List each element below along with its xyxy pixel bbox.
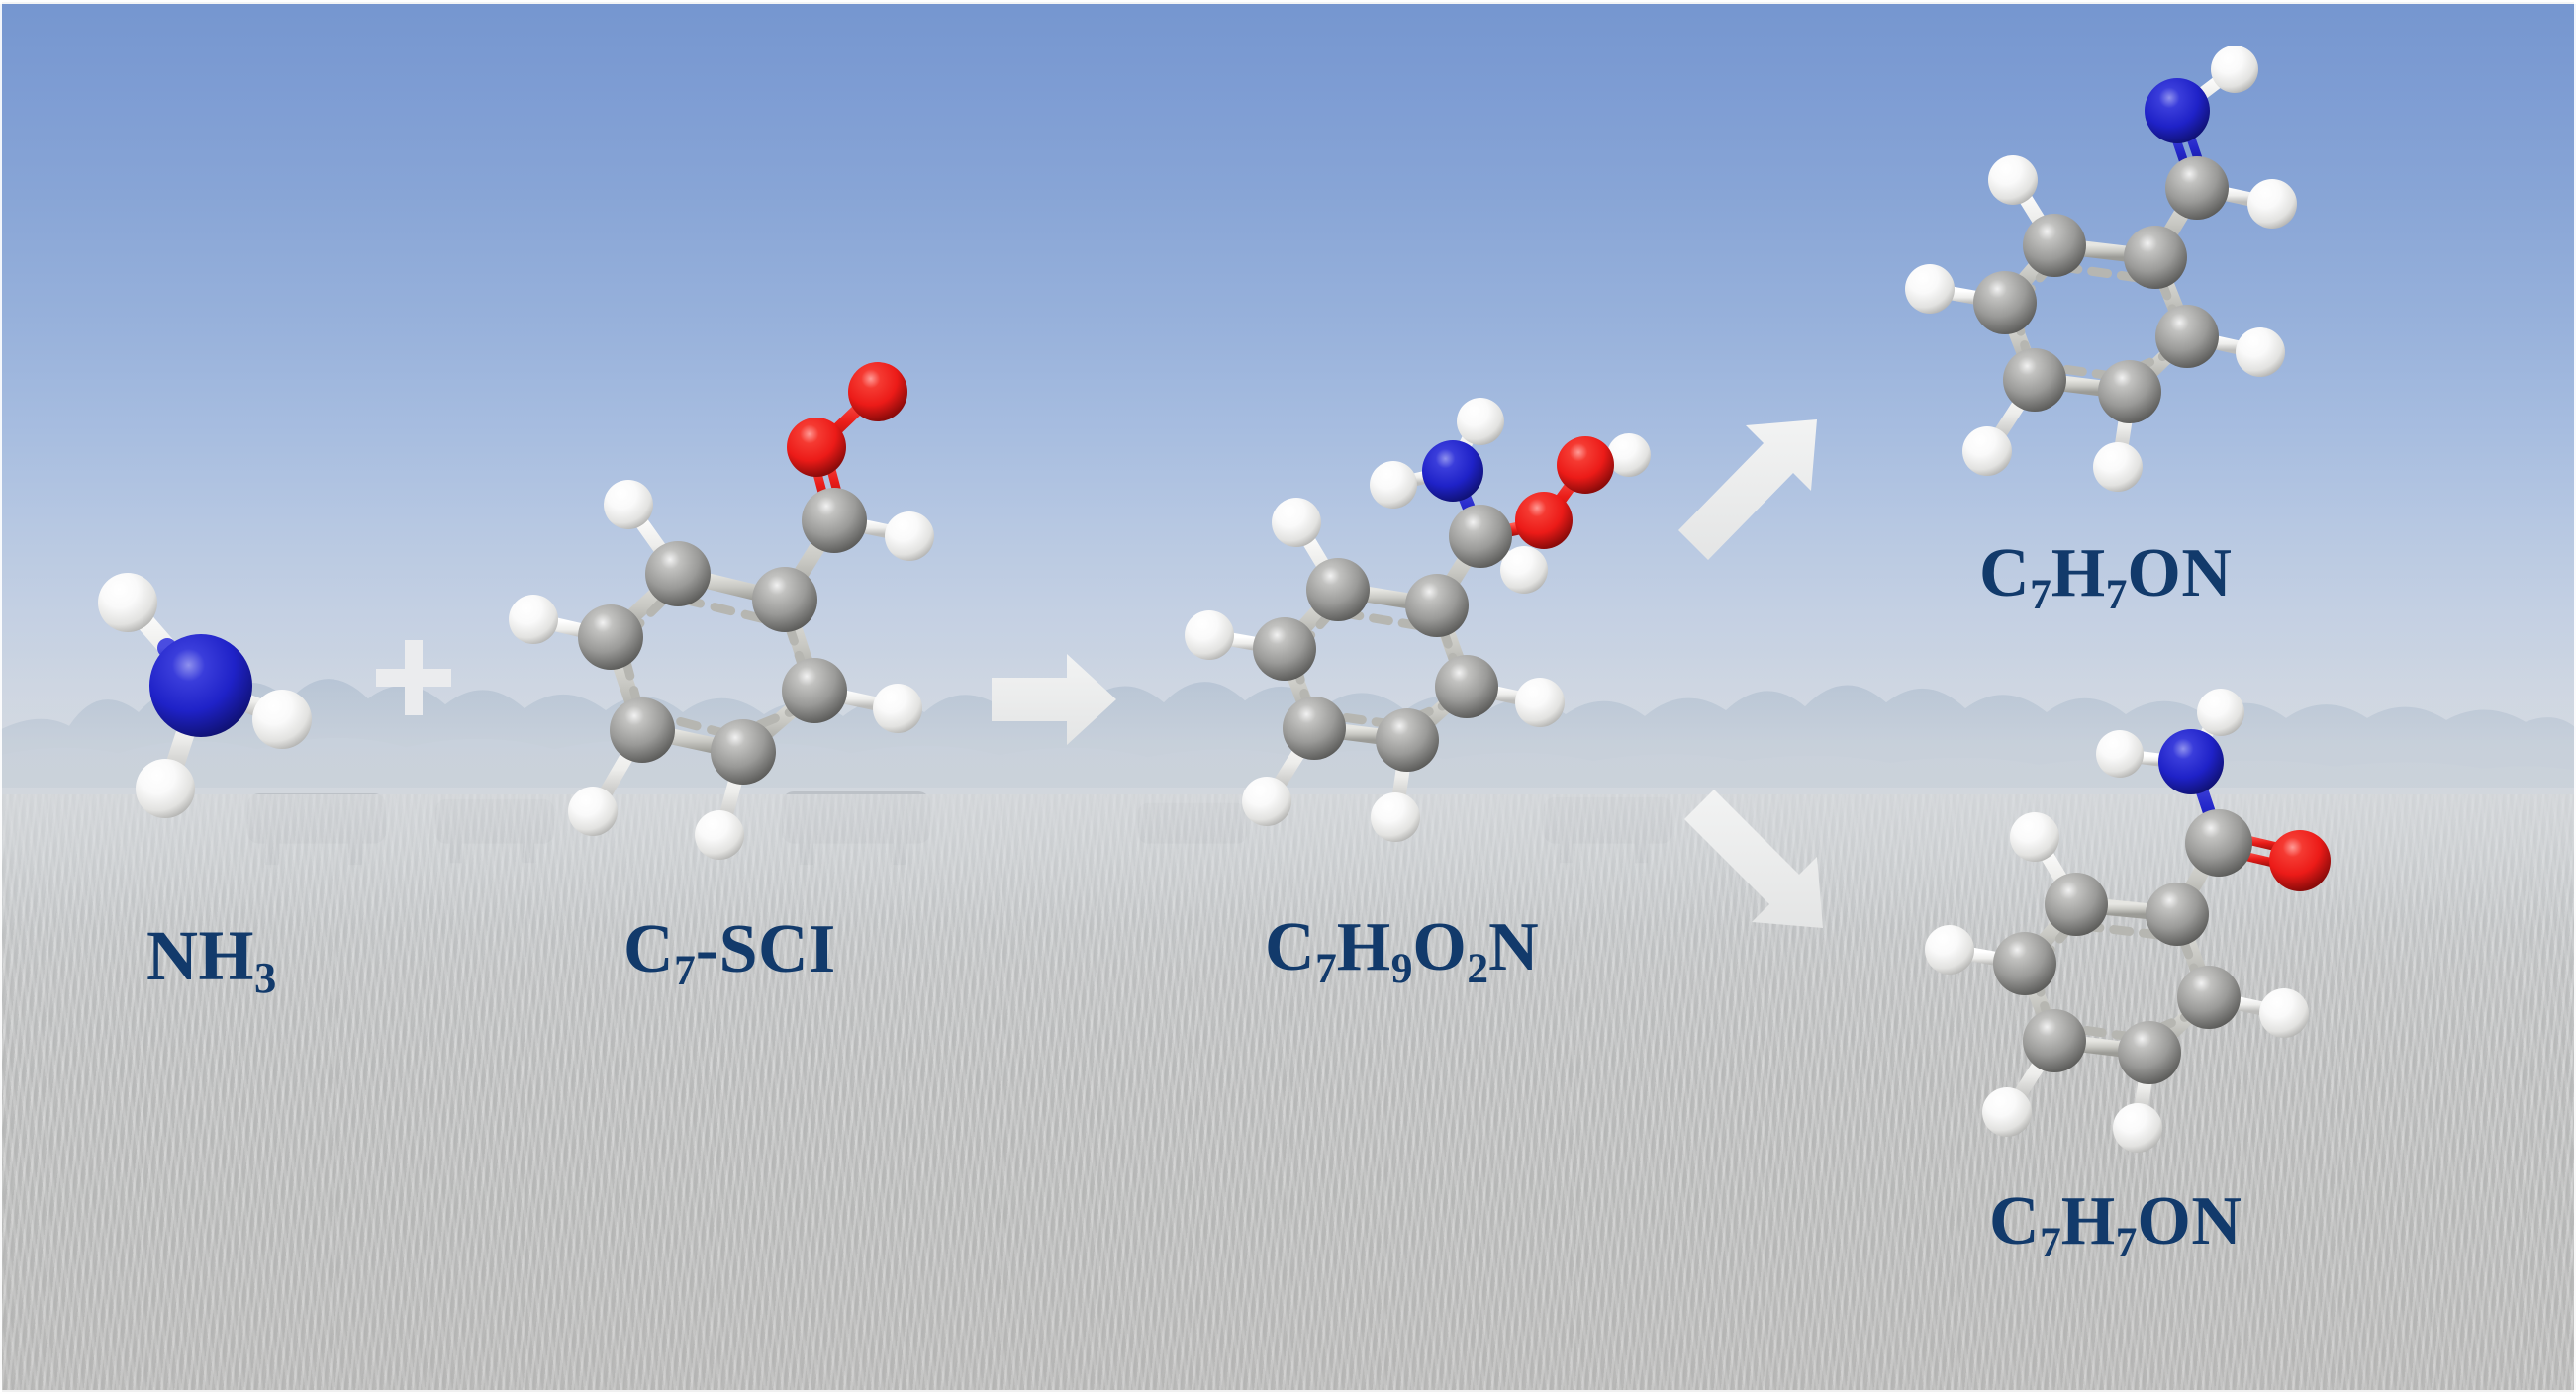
atom-carbon [1449, 505, 1512, 568]
atom-carbon [1993, 932, 2056, 995]
atom-hydrogen [604, 480, 653, 529]
atom-hydrogen [1242, 777, 1291, 826]
atom-hydrogen [873, 684, 922, 733]
atom-carbon [2003, 348, 2066, 412]
atom-hydrogen [1607, 433, 1651, 477]
molecule-ammonia [84, 569, 411, 856]
atom-carbon [1283, 697, 1346, 760]
reaction-arrow-lower-branch [1672, 782, 1841, 945]
label-ammonia-text: NH3 [146, 916, 277, 1003]
atom-hydrogen [2113, 1103, 2162, 1153]
atom-carbon [645, 541, 711, 606]
molecule-product-imine [1880, 46, 2316, 503]
atom-carbon [2045, 873, 2108, 936]
atom-carbon [1405, 574, 1469, 637]
reaction-arrow-main [990, 648, 1118, 752]
atom-hydrogen [1962, 426, 2012, 476]
atom-hydrogen [2211, 46, 2258, 93]
label-product-imine: C7H7ON [1979, 534, 2233, 619]
atom-hydrogen [1457, 398, 1504, 445]
atom-carbon [578, 604, 643, 670]
atom-nitrogen [2158, 729, 2224, 794]
atom-hydrogen [1925, 925, 1974, 975]
atom-hydrogen [2247, 179, 2297, 229]
atom-oxygen [787, 418, 846, 477]
atom-hydrogen [1905, 264, 1955, 314]
atom-carbon [2177, 966, 2241, 1029]
label-c7-sci-text: C7-SCI [623, 911, 836, 995]
atom-carbon [2023, 1009, 2086, 1072]
label-ammonia: NH3 [146, 915, 277, 1003]
atom-carbon [2146, 883, 2209, 946]
atom-carbon [752, 567, 817, 632]
atom-hydrogen [1515, 678, 1565, 727]
atom-carbon [2023, 214, 2086, 277]
atom-hydrogen [136, 759, 195, 818]
atom-carbon [711, 719, 776, 785]
atom-carbon [2185, 809, 2252, 877]
atom-hydrogen [2096, 730, 2144, 778]
atom-carbon [1253, 617, 1316, 681]
atom-hydrogen [1272, 498, 1321, 547]
atom-hydrogen [1185, 610, 1234, 660]
arrow-right-icon [992, 654, 1116, 745]
atom-oxygen [1515, 492, 1573, 549]
atom-hydrogen [252, 690, 312, 749]
atom-hydrogen [2010, 812, 2059, 862]
atom-hydrogen [1371, 792, 1420, 842]
label-adduct: C7H9O2N [1265, 908, 1540, 993]
molecule-c7-sci [509, 362, 935, 879]
molecule-adduct [1168, 398, 1651, 888]
label-product-amide: C7H7ON [1989, 1182, 2242, 1267]
atom-carbon [802, 488, 867, 553]
atom-carbon [2118, 1021, 2181, 1084]
atom-hydrogen [1500, 546, 1548, 594]
atom-nitrogen [2145, 78, 2210, 143]
arrow-down-right-icon [1680, 790, 1823, 928]
atom-hydrogen [885, 511, 934, 561]
atom-carbon [2098, 360, 2161, 423]
atom-hydrogen [695, 810, 744, 860]
atom-oxygen [1557, 436, 1614, 494]
plus-operator [374, 638, 453, 717]
reaction-arrow-upper-branch [1672, 414, 1831, 572]
atom-carbon [2165, 156, 2229, 220]
atom-hydrogen [2259, 988, 2309, 1038]
atom-carbon [1973, 271, 2037, 334]
atom-carbon [1376, 708, 1439, 772]
atom-carbon [782, 658, 847, 723]
label-product-amide-text: C7H7ON [1989, 1183, 2242, 1267]
atom-oxygen [2269, 830, 2331, 891]
atom-hydrogen [1982, 1087, 2032, 1137]
label-product-imine-text: C7H7ON [1979, 535, 2233, 619]
atom-carbon [1306, 558, 1370, 621]
arrow-up-right-icon [1678, 419, 1817, 560]
atom-hydrogen [2197, 689, 2244, 736]
atom-nitrogen [149, 634, 252, 737]
atom-carbon [1435, 655, 1498, 718]
label-c7-sci: C7-SCI [623, 910, 836, 995]
atom-oxygen [848, 362, 907, 421]
atom-hydrogen [509, 595, 558, 644]
atom-hydrogen [2093, 442, 2143, 492]
atom-hydrogen [2236, 327, 2285, 377]
atom-hydrogen [1370, 461, 1417, 509]
atom-hydrogen [568, 787, 618, 836]
atom-nitrogen [1422, 440, 1483, 502]
figure-bottom-border [0, 1390, 2576, 1394]
atom-hydrogen [1988, 155, 2038, 205]
figure-top-border [0, 0, 2576, 4]
atom-carbon [610, 697, 675, 763]
atom-carbon [2155, 305, 2219, 368]
atom-carbon [2124, 226, 2187, 289]
atom-hydrogen [98, 573, 157, 632]
label-adduct-text: C7H9O2N [1265, 909, 1540, 993]
molecule-product-amide [1900, 689, 2345, 1169]
